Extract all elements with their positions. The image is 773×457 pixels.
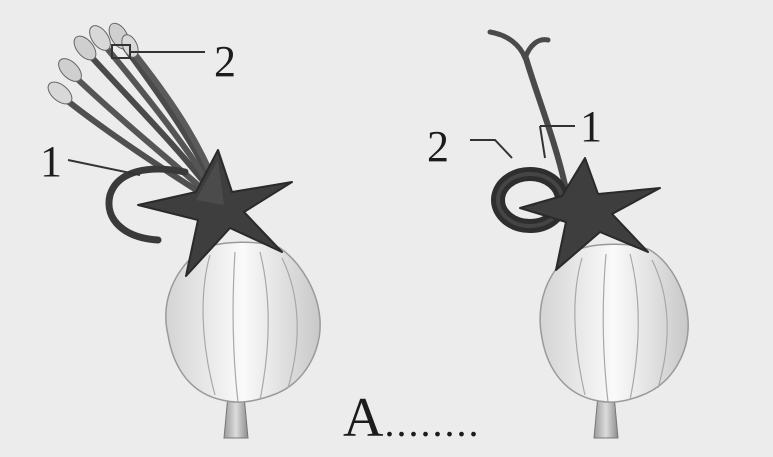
- figure-caption: A........: [343, 390, 480, 446]
- right-petal-label: 1: [580, 105, 602, 149]
- left-stamen-label: 2: [214, 40, 236, 84]
- caption-letter: A: [343, 387, 384, 449]
- right-style: [525, 55, 565, 185]
- left-flower: [44, 20, 320, 438]
- right-stamen-label: 2: [427, 125, 449, 169]
- right-flower: [470, 32, 688, 438]
- caption-dots: ........: [384, 400, 480, 445]
- left-petal-label: 1: [40, 140, 62, 184]
- right-ovary: [540, 244, 688, 402]
- right-stigma: [490, 32, 548, 58]
